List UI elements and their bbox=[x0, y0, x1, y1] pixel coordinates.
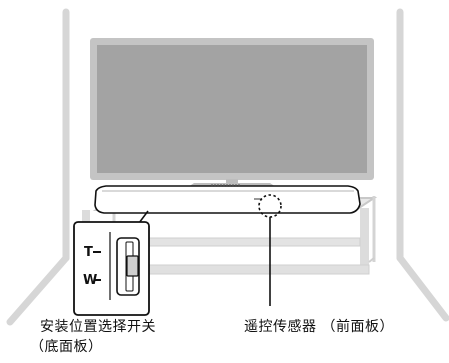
tv-stand-neck bbox=[226, 179, 238, 183]
soundbar-body bbox=[94, 185, 361, 214]
tv-screen bbox=[97, 45, 367, 173]
slide-switch-icon bbox=[116, 237, 140, 296]
television bbox=[90, 38, 374, 187]
soundbar bbox=[94, 184, 361, 214]
right-floor-line bbox=[396, 254, 449, 322]
cabinet-right-side bbox=[368, 257, 375, 263]
switch-knob bbox=[126, 255, 139, 277]
switch-label-w: W bbox=[83, 273, 97, 288]
switch-label-line2: （底面板） bbox=[30, 339, 103, 355]
room-walls bbox=[6, 8, 449, 326]
switch-callout: T W bbox=[73, 210, 150, 316]
sensor-callout bbox=[258, 194, 282, 306]
switch-label-line1: 安装位置选择开关 bbox=[40, 319, 156, 335]
switch-label-t: T bbox=[84, 245, 93, 260]
left-floor-line bbox=[6, 254, 70, 326]
sensor-label: 遥控传感器 （前面板） bbox=[244, 319, 394, 335]
soundbar-grille bbox=[211, 184, 240, 187]
cabinet-front-right bbox=[360, 208, 369, 274]
